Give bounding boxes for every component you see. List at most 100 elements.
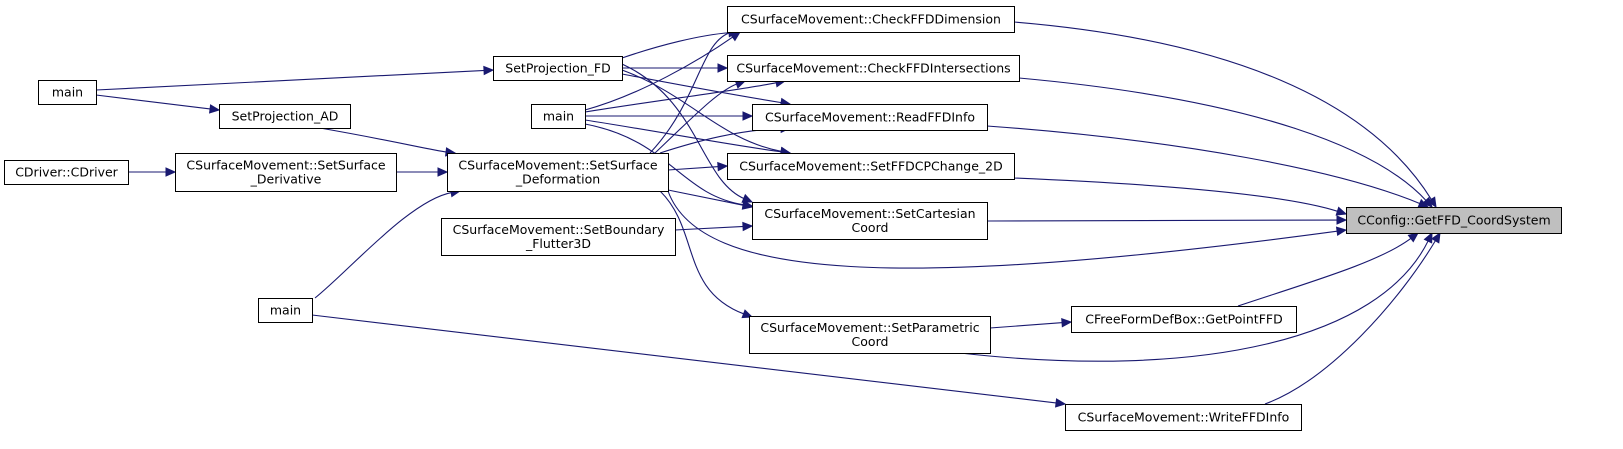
node-label: CConfig::GetFFD_CoordSystem	[1357, 213, 1550, 228]
arrowhead-icon	[1426, 196, 1437, 209]
node-box[interactable]	[1065, 404, 1302, 431]
edges-layer	[95, 21, 1441, 408]
edge-setcp-to-getffd	[1013, 177, 1348, 216]
node-box[interactable]	[1071, 306, 1297, 333]
node-box[interactable]	[219, 104, 351, 129]
node-box[interactable]	[175, 153, 397, 192]
edge-setparam-to-getpoint	[989, 317, 1073, 329]
edge-line	[1013, 177, 1339, 213]
arrowhead-icon	[1055, 398, 1067, 408]
edge-cdriver-to-setsurfderiv	[128, 167, 177, 177]
node-box[interactable]	[1346, 207, 1562, 234]
node-getffd[interactable]: CConfig::GetFFD_CoordSystem	[1346, 207, 1562, 234]
node-checkint[interactable]: CSurfaceMovement::CheckFFDIntersections	[727, 55, 1020, 82]
node-box[interactable]	[727, 6, 1015, 33]
node-cdriver[interactable]: CDriver::CDriver	[4, 160, 129, 185]
edge-line	[959, 239, 1429, 362]
edge-line	[986, 219, 1339, 222]
arrowhead-icon	[741, 200, 754, 210]
arrowhead-icon	[1061, 317, 1073, 328]
edge-line	[1018, 77, 1428, 202]
edge-line	[319, 127, 448, 153]
edge-line	[654, 83, 738, 154]
node-label: CSurfaceMovement::SetFFDCPChange_2D	[739, 159, 1002, 174]
node-box[interactable]	[727, 153, 1015, 180]
arrowhead-icon	[741, 193, 754, 203]
node-box[interactable]	[38, 80, 97, 105]
arrowhead-icon	[1431, 231, 1441, 244]
node-label: SetProjection_AD	[232, 109, 339, 124]
node-main_a[interactable]: main	[38, 80, 97, 105]
node-box[interactable]	[749, 316, 991, 354]
node-label: main	[543, 109, 574, 124]
node-checkdim[interactable]: CSurfaceMovement::CheckFFDDimension	[727, 6, 1015, 33]
edge-setproj_ad-to-setsurfdef	[319, 127, 457, 157]
arrowhead-icon	[208, 104, 221, 114]
edge-main_a-to-setproj_fd	[95, 65, 495, 91]
edge-line	[584, 119, 783, 153]
edge-setsurfdef-to-checkint	[654, 79, 747, 154]
arrowhead-icon	[437, 167, 449, 177]
node-main_b[interactable]: main	[531, 104, 586, 129]
node-label: Coord	[852, 334, 889, 349]
node-main_c[interactable]: main	[258, 298, 313, 323]
node-box[interactable]	[447, 153, 669, 192]
edge-setcart-to-getffd	[986, 215, 1348, 225]
node-label: _Flutter3D	[525, 236, 591, 251]
edge-line	[659, 190, 745, 315]
node-writeffd[interactable]: CSurfaceMovement::WriteFFDInfo	[1065, 404, 1302, 431]
node-box[interactable]	[441, 218, 676, 256]
edge-line	[311, 314, 1058, 404]
node-label: CSurfaceMovement::SetSurface	[186, 158, 385, 173]
node-box[interactable]	[727, 55, 1020, 82]
node-label: CSurfaceMovement::WriteFFDInfo	[1078, 410, 1290, 425]
edge-line	[584, 36, 734, 111]
node-setbound[interactable]: CSurfaceMovement::SetBoundary_Flutter3D	[441, 218, 676, 256]
node-box[interactable]	[4, 160, 129, 185]
node-readffd[interactable]: CSurfaceMovement::ReadFFDInfo	[752, 104, 988, 131]
arrowhead-icon	[1423, 231, 1433, 244]
edge-setsurfderiv-to-setsurfdef	[396, 167, 449, 177]
node-setsurfderiv[interactable]: CSurfaceMovement::SetSurface_Derivative	[175, 153, 397, 192]
edge-writeffd-to-getffd	[1264, 231, 1441, 405]
arrowhead-icon	[1335, 206, 1348, 216]
arrowhead-icon	[741, 309, 754, 319]
arrowhead-icon	[742, 111, 754, 121]
node-getpoint[interactable]: CFreeFormDefBox::GetPointFFD	[1071, 306, 1297, 333]
node-box[interactable]	[258, 298, 313, 323]
edge-line	[986, 125, 1421, 205]
node-box[interactable]	[493, 56, 623, 81]
node-label: _Derivative	[250, 172, 322, 187]
node-box[interactable]	[752, 202, 988, 240]
edge-readffd-to-getffd	[986, 125, 1430, 208]
edge-line	[649, 31, 733, 154]
node-label: SetProjection_FD	[505, 61, 610, 76]
node-setcp[interactable]: CSurfaceMovement::SetFFDCPChange_2D	[727, 153, 1015, 180]
node-box[interactable]	[752, 104, 988, 131]
edge-line	[621, 32, 731, 59]
edge-setsurfdef-to-setcp	[667, 161, 729, 172]
edge-line	[1264, 239, 1437, 405]
edge-checkint-to-getffd	[1018, 77, 1433, 208]
edge-line	[989, 322, 1064, 329]
edge-setparam-to-getffd	[959, 231, 1433, 362]
arrowhead-icon	[1407, 232, 1419, 243]
arrowhead-icon	[1422, 196, 1433, 208]
node-box[interactable]	[531, 104, 586, 129]
node-setsurfdef[interactable]: CSurfaceMovement::SetSurface_Deformation	[447, 153, 669, 192]
edge-line	[314, 191, 453, 299]
edge-line	[1013, 21, 1433, 201]
node-setproj_ad[interactable]: SetProjection_AD	[219, 104, 351, 129]
edge-setsurfdef-to-setcart	[667, 189, 754, 210]
edge-setsurfdef-to-setparam	[659, 190, 754, 319]
edge-main_c-to-writeffd	[311, 314, 1067, 408]
arrowhead-icon	[1336, 215, 1348, 225]
edge-line	[667, 190, 1339, 269]
arrowhead-icon	[717, 161, 729, 172]
edge-setproj_fd-to-checkdim	[621, 27, 740, 59]
edge-line	[621, 73, 783, 104]
node-setproj_fd[interactable]: SetProjection_FD	[493, 56, 623, 81]
